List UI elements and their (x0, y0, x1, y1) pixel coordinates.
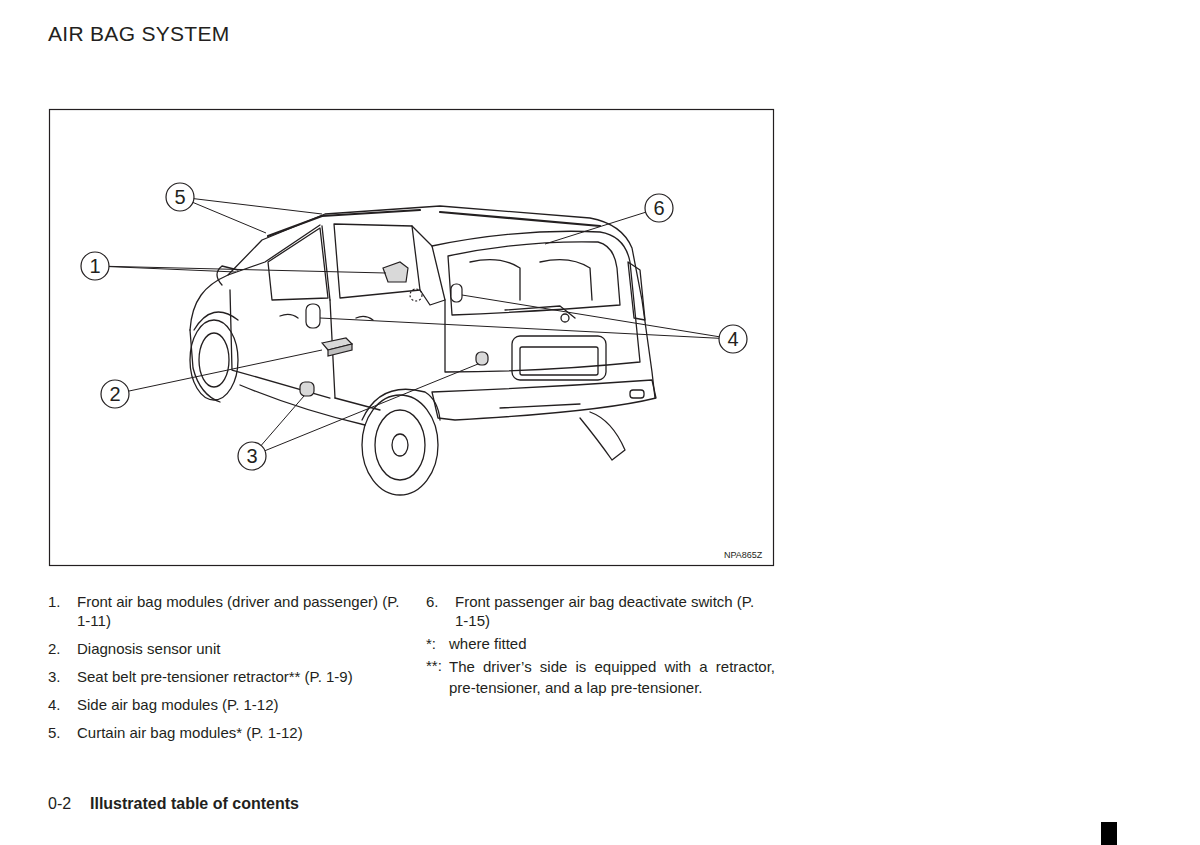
list-number: 2. (48, 639, 61, 658)
figure-code: NPA865Z (724, 550, 762, 560)
figure-frame (50, 110, 774, 566)
page-number: 0-2 (48, 795, 71, 813)
list-text: Side air bag modules (P. 1-12) (77, 695, 402, 714)
note-mark: *: (426, 634, 436, 653)
list-text: Front air bag modules (driver and passen… (77, 592, 402, 630)
list-text: Seat belt pre-tensioner retractor** (P. … (77, 667, 402, 686)
callout-number: 6 (644, 193, 674, 223)
side-airbag (306, 304, 320, 328)
pretensioner (300, 382, 314, 396)
list-number: 6. (426, 592, 439, 611)
car-body (190, 206, 656, 495)
list-text: Curtain air bag modules* (P. 1-12) (77, 723, 402, 742)
callout-number: 5 (165, 182, 195, 212)
deactivate-switch (410, 289, 422, 301)
list-number: 5. (48, 723, 61, 742)
note-mark: **: (426, 656, 442, 675)
section-name: Illustrated table of contents (90, 795, 299, 813)
airbag-parts (300, 262, 488, 396)
note-text: where fitted (449, 634, 749, 653)
side-airbag (451, 284, 462, 302)
callout-number: 3 (237, 441, 267, 471)
pretensioner (476, 352, 488, 365)
callout-circles (81, 183, 747, 470)
list-number: 1. (48, 592, 61, 611)
leader-lines (95, 197, 733, 456)
list-text: Diagnosis sensor unit (77, 639, 402, 658)
page-tab (1101, 822, 1117, 845)
list-number: 3. (48, 667, 61, 686)
callout-number: 1 (80, 251, 110, 281)
callout-number: 2 (100, 379, 130, 409)
front-airbag (383, 262, 408, 282)
list-text: Front passenger air bag deactivate switc… (455, 592, 755, 630)
page-title: AIR BAG SYSTEM (48, 22, 230, 46)
note-text: The driver’s side is equipped with a ret… (449, 656, 775, 698)
callout-number: 4 (718, 324, 748, 354)
list-number: 4. (48, 695, 61, 714)
